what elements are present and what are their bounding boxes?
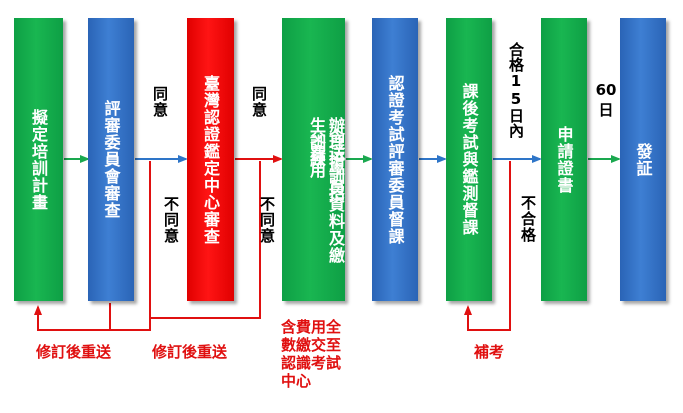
box-draft-plan-text: 擬定培訓計畫 <box>29 108 48 211</box>
box-organize-training-text-1: 辦理培訓招生訓練 <box>307 116 345 202</box>
box-apply-certificate-text: 申請證書 <box>554 125 574 194</box>
label-disagree-2: 不同意 <box>258 196 276 244</box>
feedback-makeup <box>464 161 511 331</box>
label-fail: 不合格 <box>519 195 537 243</box>
label-agree-2: 同意 <box>250 86 268 118</box>
box-draft-plan: 擬定培訓計畫 <box>14 18 63 301</box>
feedback-label-revise-1: 修訂後重送 <box>36 343 112 361</box>
feedback-label-revise-2: 修訂後重送 <box>152 343 228 361</box>
box-cert-exam-committee: 認證考試評審委員督課 <box>372 18 418 301</box>
box-post-exam-text: 課後考試與鑑測督課 <box>459 83 479 236</box>
box-post-exam: 課後考試與鑑測督課 <box>446 18 492 301</box>
box-issue-text: 發証 <box>633 142 653 177</box>
box-taiwan-center-review: 臺灣認證鑑定中心審查 <box>187 18 234 301</box>
box-taiwan-center-review-text: 臺灣認證鑑定中心審查 <box>201 74 220 245</box>
box-issue: 發証 <box>620 18 666 301</box>
label-sixty-days: 60日 <box>595 81 617 119</box>
box-review-committee-text: 評審委員會審查 <box>101 100 121 219</box>
label-disagree-1: 不同意 <box>162 196 180 244</box>
label-pass-15-days: 合格15日內 <box>507 42 525 138</box>
feedback-revise-2b <box>149 161 261 330</box>
box-cert-exam-committee-text: 認證考試評審委員督課 <box>385 74 405 245</box>
feedback-label-makeup: 補考 <box>474 343 505 361</box>
box-organize-training-text-2: 含送學員資料及繳交費用 <box>307 128 345 264</box>
feedback-label-fees-note: 含費用全數繳交至認識考試中心 <box>281 318 342 390</box>
box-organize-training: 辦理培訓招生訓練 含送學員資料及繳交費用 <box>282 18 345 301</box>
box-review-committee: 評審委員會審查 <box>88 18 134 301</box>
box-apply-certificate: 申請證書 <box>541 18 587 301</box>
label-agree-1: 同意 <box>151 86 169 118</box>
feedback-revise-1 <box>34 303 111 331</box>
